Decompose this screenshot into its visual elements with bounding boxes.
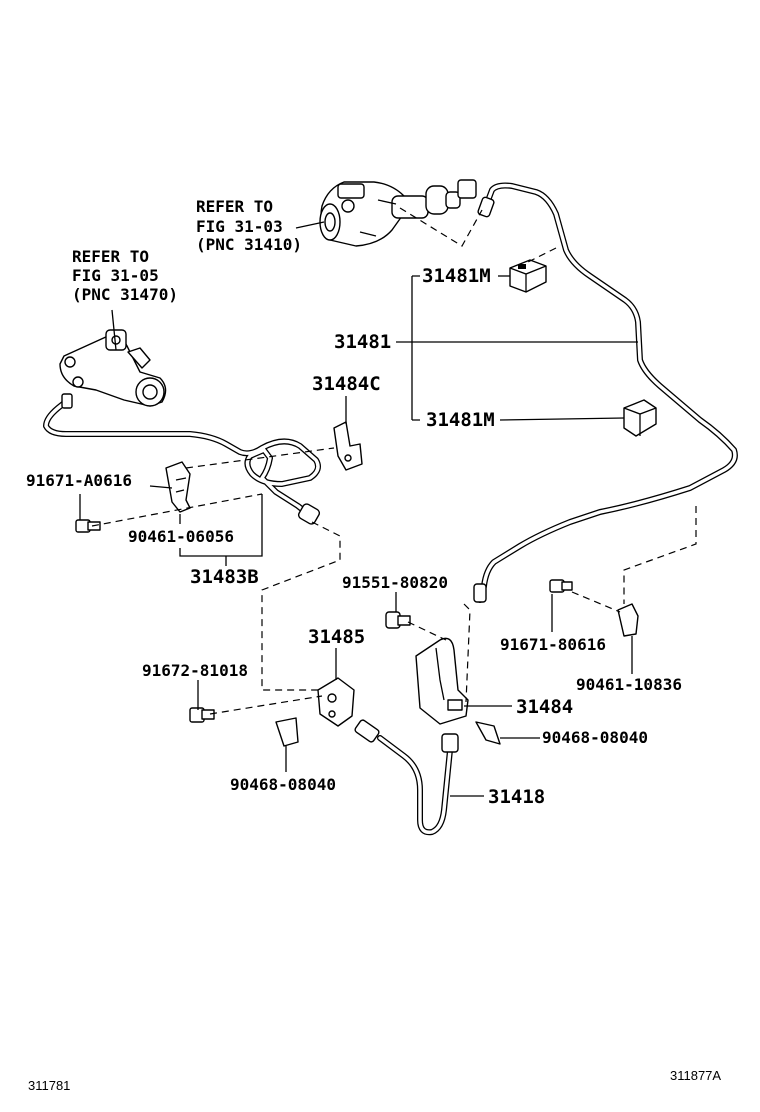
ref-upper-line3: (PNC 31410) [196, 235, 302, 254]
clip-90461-10836 [617, 603, 639, 637]
label-31484: 31484 [516, 696, 573, 718]
clutch-pipe-31481 [473, 182, 738, 603]
footer-left-code: 311781 [28, 1078, 70, 1093]
label-90461-06056: 90461-06056 [128, 527, 234, 546]
label-31481m-upper: 31481M [422, 265, 491, 287]
label-90468-08040-right: 90468-08040 [542, 728, 648, 747]
cylinder-left [59, 309, 167, 407]
flexible-hose-31418 [354, 719, 459, 836]
reference-upper: REFER TO FIG 31-03 (PNC 31410) [196, 197, 302, 254]
ref-left-line2: FIG 31-05 [72, 266, 159, 285]
label-91671-80616: 91671-80616 [500, 635, 606, 654]
assembly-dashed-lines [91, 207, 697, 715]
label-31483b: 31483B [190, 566, 259, 588]
ref-left-line1: REFER TO [72, 247, 149, 266]
clamp-31481m-lower [623, 399, 657, 437]
ref-upper-line1: REFER TO [196, 197, 273, 216]
master-cylinder-upper [319, 179, 477, 247]
clutch-pipe-31483b [43, 393, 321, 525]
label-90461-10836: 90461-10836 [576, 675, 682, 694]
label-31481m-lower: 31481M [426, 409, 495, 431]
ref-upper-line2: FIG 31-03 [196, 217, 283, 236]
bracket-31485 [317, 677, 355, 727]
clip-90461-06056 [165, 461, 191, 513]
ref-left-line3: (PNC 31470) [72, 285, 178, 304]
reference-left: REFER TO FIG 31-05 (PNC 31470) [72, 247, 178, 304]
label-91551-80820: 91551-80820 [342, 573, 448, 592]
label-31418: 31418 [488, 786, 545, 808]
bolt-91671-80616 [549, 579, 573, 593]
clamp-31481m-upper [509, 259, 547, 293]
label-31481: 31481 [334, 331, 391, 353]
label-91671-a0616: 91671-A0616 [26, 471, 132, 490]
bracket-31484c [333, 421, 363, 471]
label-91672-81018: 91672-81018 [142, 661, 248, 680]
bolt-91672-81018 [189, 707, 215, 723]
bolt-91551-80820 [385, 611, 411, 629]
bracket-31484 [415, 637, 469, 725]
clip-90468-08040-right [475, 721, 501, 745]
label-90468-08040-left: 90468-08040 [230, 775, 336, 794]
label-31485: 31485 [308, 626, 365, 648]
bolt-91671-a0616 [75, 519, 101, 533]
label-31484c: 31484C [312, 373, 381, 395]
footer-right-code: 311877A [670, 1068, 721, 1083]
leader-lines [79, 221, 638, 797]
clip-90468-08040-left [275, 717, 299, 747]
